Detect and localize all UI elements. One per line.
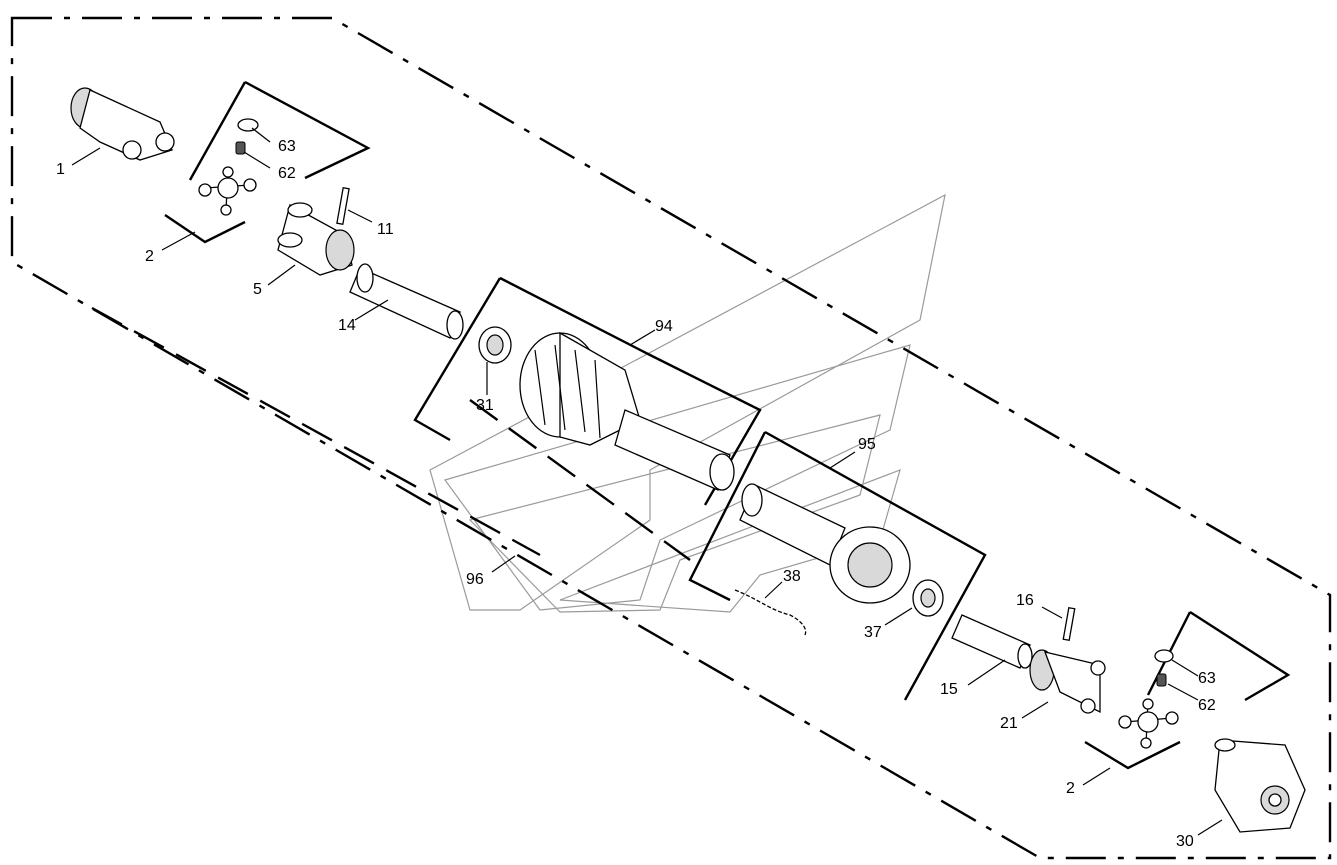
- callout-14: 14: [338, 317, 356, 334]
- callout-15: 15: [940, 681, 958, 698]
- inner-yoke-part-21: [1029, 649, 1106, 714]
- callout-31: 31: [476, 397, 494, 414]
- pin-part-16: [1062, 606, 1076, 642]
- callout-5: 5: [253, 281, 262, 298]
- callout-2-top: 2: [145, 248, 154, 265]
- callout-16: 16: [1016, 592, 1034, 609]
- callout-30: 30: [1176, 833, 1194, 850]
- guard-cone-part-95: [739, 483, 911, 604]
- bearing-ring-part-37: [912, 579, 944, 617]
- guard-cone-part-94: [519, 331, 735, 491]
- callout-96: 96: [466, 571, 484, 588]
- yoke-guard-part-1: [70, 87, 175, 161]
- ring-part-63-bottom: [1154, 649, 1174, 663]
- callout-63-bottom: 63: [1198, 670, 1216, 687]
- callout-11: 11: [377, 221, 394, 238]
- callout-38: 38: [783, 568, 801, 585]
- callout-1: 1: [56, 161, 65, 178]
- watermark-logo: [429, 193, 946, 613]
- group-2-frame-left: [164, 80, 371, 244]
- callout-63-top: 63: [278, 138, 296, 155]
- profile-tube-part-15: [951, 614, 1033, 669]
- inner-yoke-part-5: [277, 202, 355, 276]
- callout-95: 95: [858, 436, 876, 453]
- cross-joint-bottom: [1118, 698, 1179, 749]
- clutch-part-30: [1214, 738, 1306, 833]
- group-95-frame: [688, 430, 987, 701]
- shaft-group-frame-96: [91, 306, 691, 561]
- ring-part-63-top: [237, 118, 259, 132]
- callout-62-bottom: 62: [1198, 697, 1216, 714]
- assembly-frame-outer: [10, 16, 1332, 860]
- leader-lines: [71, 127, 1223, 836]
- profile-tube-part-14: [349, 263, 464, 340]
- callout-37: 37: [864, 624, 882, 641]
- bearing-ring-part-31: [478, 326, 512, 364]
- pin-part-11: [336, 186, 350, 226]
- callout-21: 21: [1000, 715, 1018, 732]
- callout-62-top: 62: [278, 165, 296, 182]
- safety-chain-part-38: [734, 589, 807, 636]
- grease-nipple-part-62-bottom: [1156, 673, 1167, 687]
- grease-nipple-part-62-top: [235, 141, 246, 155]
- callout-2-bottom: 2: [1066, 780, 1075, 797]
- cross-joint-top: [198, 166, 257, 216]
- callout-94: 94: [655, 318, 673, 335]
